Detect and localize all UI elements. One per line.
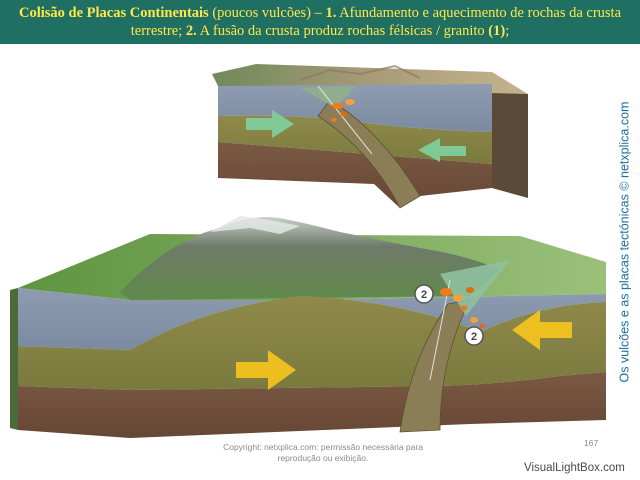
mountain-range	[120, 217, 500, 300]
upper-fault-line	[317, 85, 373, 155]
title-bold: Colisão de Placas Continentais	[18, 5, 209, 21]
upper-block	[212, 64, 528, 209]
badge-2-upper: 2	[414, 284, 434, 304]
title-bar: Colisão de Placas Continentais (poucos v…	[0, 0, 640, 44]
upper-ridge	[299, 64, 421, 81]
lower-arrow-left	[512, 310, 572, 350]
title-part2: (poucos vulcões) –	[208, 5, 326, 21]
step1-text: Afundamento e aquecimento de rochas da c…	[130, 5, 622, 39]
ref-num: (1)	[488, 23, 506, 39]
lower-side-face	[10, 288, 18, 430]
svg-text:2: 2	[471, 331, 477, 343]
step2-num: 2.	[185, 23, 197, 39]
lower-block: 2 2	[10, 216, 606, 438]
upper-brown-layer	[218, 142, 492, 208]
upper-arrow-right	[246, 110, 294, 138]
step1-num: 1.	[325, 5, 337, 21]
lower-subducting-slab	[399, 299, 471, 433]
upper-crust-layer	[218, 84, 492, 132]
mountain-snow	[210, 216, 300, 234]
lower-olive-layer	[18, 296, 606, 390]
lower-magma	[440, 287, 485, 328]
upper-magma	[331, 99, 355, 122]
page-number: 167	[584, 438, 599, 448]
badge-2-lower: 2	[464, 326, 484, 346]
upper-suture-wedge	[300, 86, 356, 108]
copyright-note: Copyright: netxplica.com: permissão nece…	[223, 442, 423, 463]
svg-text:2: 2	[421, 289, 427, 301]
side-caption-text: Os vulcões e as placas tectónicas © netx…	[617, 101, 631, 383]
lower-fault-line	[429, 279, 451, 381]
title-end: ;	[505, 23, 510, 39]
step2-text: A fusão da crusta produz rochas félsicas…	[196, 23, 489, 39]
lower-arrow-right	[236, 350, 296, 390]
upper-arrow-left	[418, 138, 466, 162]
upper-subducting-slab	[317, 99, 421, 209]
side-caption: Os vulcões e as placas tectónicas © netx…	[612, 92, 636, 392]
watermark[interactable]: VisualLightBox.com	[524, 462, 625, 474]
upper-block-side-face	[492, 84, 528, 198]
lower-brown-layer	[18, 372, 606, 438]
lower-suture-wedge	[440, 260, 510, 316]
